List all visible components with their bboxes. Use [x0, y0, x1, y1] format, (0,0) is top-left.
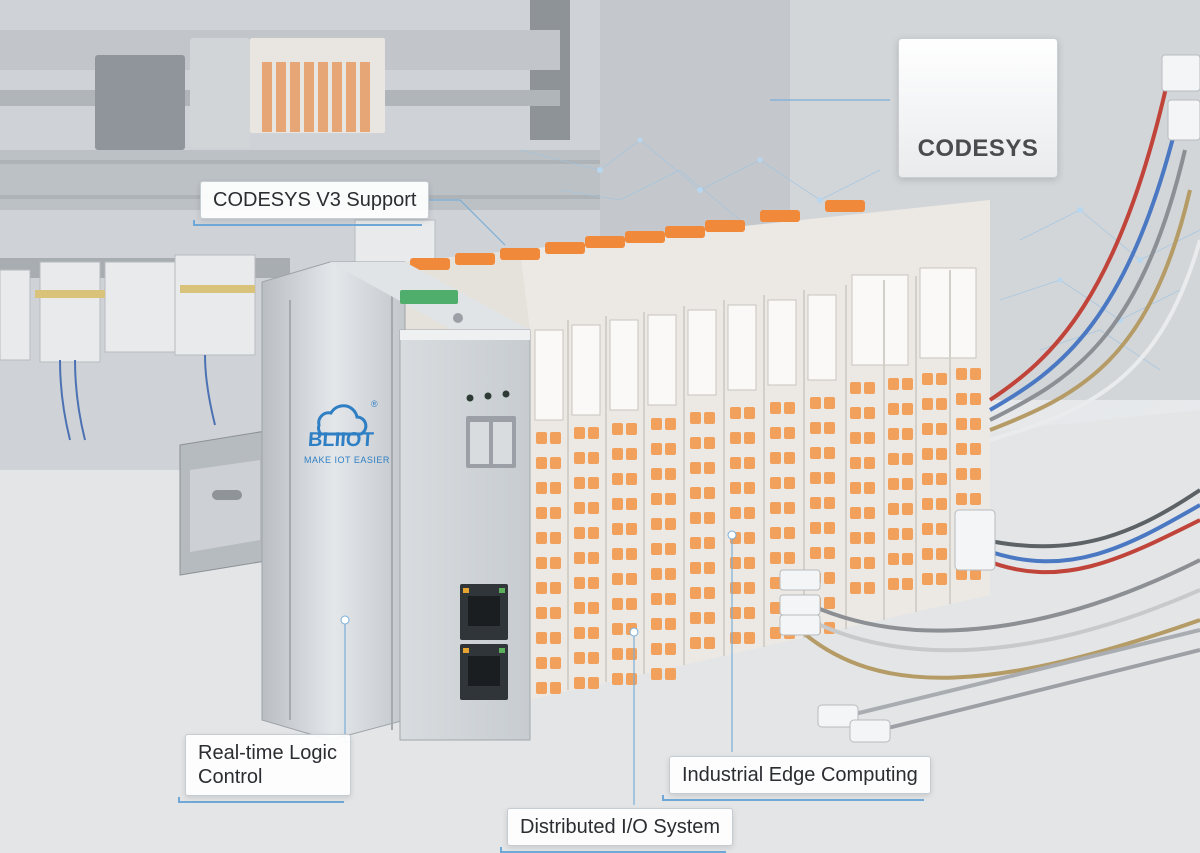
- cloud-logo-icon: ®: [317, 399, 378, 436]
- device-brand-name: BLIIOT: [307, 429, 375, 451]
- codesys-logo-text: CODESYS: [917, 135, 1039, 162]
- callout-realtime-line1: Real-time Logic: [198, 742, 337, 764]
- svg-text:®: ®: [371, 399, 378, 409]
- callout-realtime-line2: Control: [198, 766, 263, 788]
- terminal-grid: [536, 368, 981, 694]
- callout-realtime-logic: Real-time Logic Control: [178, 734, 351, 803]
- callout-distributed-io: Distributed I/O System: [499, 808, 734, 853]
- callout-edge-computing: Industrial Edge Computing: [662, 756, 931, 801]
- callout-codesys-v3: CODESYS V3 Support: [192, 181, 430, 226]
- codesys-logo-card: CODESYS: [898, 38, 1058, 178]
- device-brand-tagline: MAKE IOT EASIER: [304, 455, 390, 465]
